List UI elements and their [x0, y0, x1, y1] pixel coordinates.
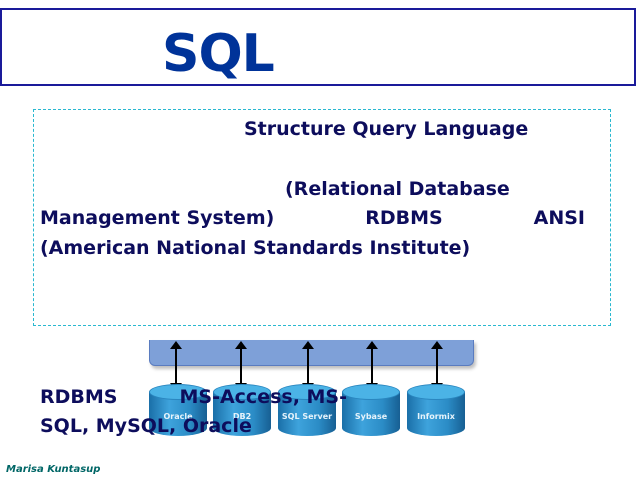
- rdbms-examples-line2: SQL, MySQL, Oracle: [40, 415, 252, 437]
- title-box: SQL: [0, 8, 636, 86]
- double-arrow-icon: [235, 341, 247, 391]
- rdbms-definition-line1: (Relational Database: [285, 178, 510, 200]
- author-name: Marisa Kuntasup: [6, 464, 101, 475]
- database-label: DB2: [232, 412, 252, 421]
- database-cylinder-icon: DB2: [213, 384, 271, 442]
- rdbms-definition-line2: Management System) RDBMS ANSI: [40, 207, 585, 229]
- database-label: SQL Server: [281, 412, 333, 421]
- double-arrow-icon: [170, 341, 182, 391]
- sql-definition: Structure Query Language: [244, 118, 529, 140]
- text-part: RDBMS: [365, 207, 443, 229]
- examples-text: MS-Access, MS-: [179, 386, 348, 408]
- text-part: Management System): [40, 207, 275, 229]
- rdbms-examples-line1: RDBMS MS-Access, MS-: [40, 386, 347, 408]
- content-box: [33, 109, 611, 326]
- ansi-definition: (American National Standards Institute): [40, 237, 471, 259]
- database-cylinder-icon: Informix: [407, 384, 465, 442]
- database-label: Oracle: [163, 412, 193, 421]
- double-arrow-icon: [366, 341, 378, 391]
- slide-title: SQL: [162, 24, 275, 84]
- database-cylinder-icon: SQL Server: [278, 384, 336, 442]
- database-cylinder-icon: Oracle: [149, 384, 207, 442]
- database-cylinder-icon: Sybase: [342, 384, 400, 442]
- double-arrow-icon: [431, 341, 443, 391]
- double-arrow-icon: [302, 341, 314, 391]
- database-label: Sybase: [354, 412, 388, 421]
- text-part: ANSI: [533, 207, 585, 229]
- database-diagram: Oracle DB2 SQL Server Sybase Informix: [145, 340, 475, 445]
- rdbms-label: RDBMS: [40, 386, 118, 408]
- database-label: Informix: [417, 412, 455, 421]
